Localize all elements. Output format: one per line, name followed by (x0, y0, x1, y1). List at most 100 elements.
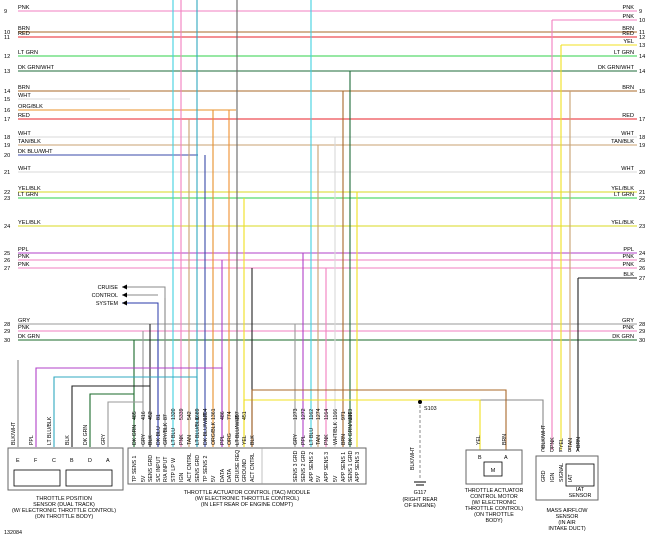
motor-caption: THROTTLE CONTROL) (465, 506, 523, 512)
row-number: 19 (4, 143, 10, 149)
wire-tp-ltblu (53, 376, 198, 447)
motor-caption: BODY) (485, 518, 502, 524)
tac-wire: LT BLU/BLK (195, 416, 201, 445)
wire-label-right: DK GRN/WHT (598, 65, 635, 71)
wire-label-right: RED (622, 113, 634, 119)
tac-function: 5V (316, 475, 322, 482)
wire-label-left: WHT (18, 166, 31, 172)
row-number-right: 21 (639, 190, 645, 196)
wire-label-left: BRN (18, 85, 30, 91)
row-number-right: 24 (639, 251, 645, 257)
motor-wire: YEL (476, 435, 482, 445)
tac-wire: ORG/BLK (211, 421, 217, 445)
tac-circuit: 485 (132, 411, 138, 420)
tac-function: APP SENS 3 (355, 452, 361, 482)
tac-circuit: 774 (227, 411, 233, 420)
wire-label-left: GRY (18, 318, 30, 324)
ground-wire-label: BLK/WHT (410, 446, 416, 470)
row-number: 29 (4, 329, 10, 335)
row-number-right: 10 (639, 18, 645, 24)
tac-wire: PPL (301, 435, 307, 445)
wire-cruise-1 (122, 286, 166, 447)
tac-wire: BRN (341, 434, 347, 445)
tac-wire: DK GRN (132, 425, 138, 445)
tp-caption: SENSOR (DUAL TRACK) (33, 502, 95, 508)
motor-symbol-label: M (491, 468, 496, 474)
maf-inner-label: SENSOR (569, 493, 592, 499)
wire-label-right: PNK (622, 254, 634, 260)
tp-caption: (W/ ELECTRONIC THROTTLE CONTROL) (12, 508, 116, 514)
wire-label-right: PNK (622, 262, 634, 268)
tac-circuit: 1166 (333, 409, 339, 420)
row-number: 15 (4, 97, 10, 103)
cruise-label: CONTROL (92, 293, 118, 299)
row-number-right: 20 (639, 170, 645, 176)
tp-pin: D (88, 458, 92, 464)
motor-caption: (W/ ELECTRONIC (472, 500, 517, 506)
wire-label-left: YEL/BLK (18, 220, 41, 226)
tac-circuit: 1320 (171, 408, 177, 420)
wire-label-right: PPL (623, 247, 634, 253)
tac-circuit: 1164 (324, 409, 330, 420)
tp-caption: (ON THROTTLE BODY) (35, 514, 94, 520)
tac-circuit: 1162 (309, 409, 315, 420)
wire-tp-ppl (35, 367, 223, 447)
wire-label-right: BRN (622, 26, 634, 32)
wire-label-right: WHT (621, 131, 634, 137)
row-number-right: 17 (639, 117, 645, 123)
wire-label-right: PNK (622, 14, 634, 20)
row-number: 11 (4, 35, 10, 41)
maf-function: IGN (550, 473, 556, 482)
maf-wire: BLK/WHT (541, 424, 547, 448)
wire-label-left: DK GRN (18, 334, 40, 340)
row-number: 17 (4, 117, 10, 123)
row-number: 28 (4, 322, 10, 328)
wire-tp-dkgrn (89, 393, 134, 447)
wire-label-right: RED (622, 31, 634, 37)
row-number-right: 18 (639, 135, 645, 141)
motor-pin: B (478, 455, 482, 461)
row-number-right: 23 (639, 224, 645, 230)
motor-caption: CONTROL MOTOR (470, 494, 518, 500)
wire-label-right: GRY (622, 318, 634, 324)
wire-label-right: DK GRN (612, 334, 634, 340)
row-number-right: 12 (639, 35, 645, 41)
row-number: 30 (4, 338, 10, 344)
maf-pin: D (550, 448, 554, 454)
maf-caption: INTAKE DUCT) (548, 526, 586, 532)
wire-label-left: DK BLU/WHT (18, 149, 53, 155)
wire-motor-yel (243, 399, 481, 450)
maf-function: GRD (541, 470, 547, 482)
maf-wire: BRN (576, 437, 582, 448)
tac-wire: GRY (293, 433, 299, 445)
tac-function: ACT CNTRL (250, 453, 256, 482)
wire-motor-brn (251, 389, 507, 450)
wire-label-left: WHT (18, 93, 31, 99)
splice-dot (418, 400, 422, 404)
motor-wire: BRN (502, 434, 508, 445)
wire-tp-gry (107, 401, 143, 447)
tac-function: DATA (227, 468, 233, 482)
tp-pin: A (106, 458, 110, 464)
tac-circuit: 1704 (203, 408, 209, 420)
row-number-right: 22 (639, 196, 645, 202)
wire-label-right: PNK (622, 5, 634, 11)
wire-label-left: WHT (18, 131, 31, 137)
tac-caption: (W/ ELECTRONIC THROTTLE CONTROL) (195, 496, 299, 502)
maf-pin: E (559, 448, 563, 454)
row-number: 13 (4, 69, 10, 75)
tac-circuit: 971 (341, 411, 347, 420)
tac-circuit: 5339 (179, 408, 185, 420)
motor-symbol-icon (483, 461, 503, 477)
row-number-right: 30 (639, 338, 645, 344)
ground-caption: OF ENGINE) (404, 503, 436, 509)
wire-label-left: LT GRN (18, 50, 38, 56)
row-number-right: 26 (639, 266, 645, 272)
tac-function: 5V (333, 475, 339, 482)
tac-circuit: 1273 (293, 408, 299, 420)
tac-function: DATA (220, 468, 226, 482)
tp-pin: E (16, 458, 20, 464)
tac-circuit: 397 (235, 411, 241, 420)
wire-tp-blk (71, 385, 150, 447)
tp-sensor-element (13, 469, 61, 487)
